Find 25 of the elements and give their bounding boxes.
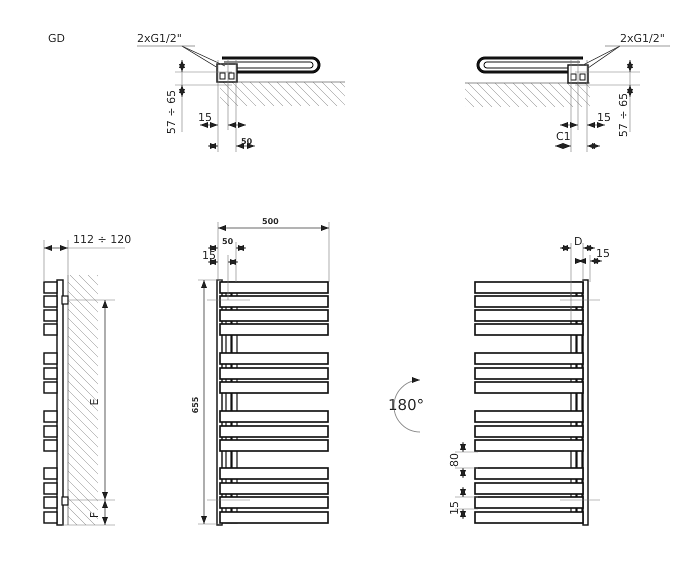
view-title: GD xyxy=(48,33,65,45)
leader-line xyxy=(181,46,218,68)
dimension-label: 15 xyxy=(596,248,610,260)
dimension-label: C1 xyxy=(556,131,571,143)
dimension-label: 80 xyxy=(449,453,461,467)
dimension-label: F xyxy=(89,512,101,518)
thread-size-label: 2xG1/2" xyxy=(137,33,182,45)
thread-size-label: 2xG1/2" xyxy=(620,33,665,45)
dimension-label: D xyxy=(574,236,582,248)
leader-line xyxy=(181,46,226,66)
leader-line xyxy=(582,46,620,66)
dimension-label: 57 ÷ 65 xyxy=(166,90,178,134)
dimension-label: 655 xyxy=(190,396,201,414)
dimension-label: 15 xyxy=(198,112,212,124)
dimension-label: 50 xyxy=(222,236,234,248)
rotation-angle-label: 180° xyxy=(388,399,424,411)
dimension-label: 57 ÷ 65 xyxy=(618,92,630,138)
leader-line xyxy=(588,46,620,68)
dimension-label: 50 xyxy=(241,136,252,148)
dimension-label: 15 xyxy=(449,501,461,515)
dimension-label: 15 xyxy=(597,112,611,124)
dimension-label: 15 xyxy=(202,250,216,262)
dimension-label: E xyxy=(89,398,101,406)
dimension-label: 112 ÷ 120 xyxy=(73,234,132,246)
dimension-label: 500 xyxy=(262,216,279,228)
